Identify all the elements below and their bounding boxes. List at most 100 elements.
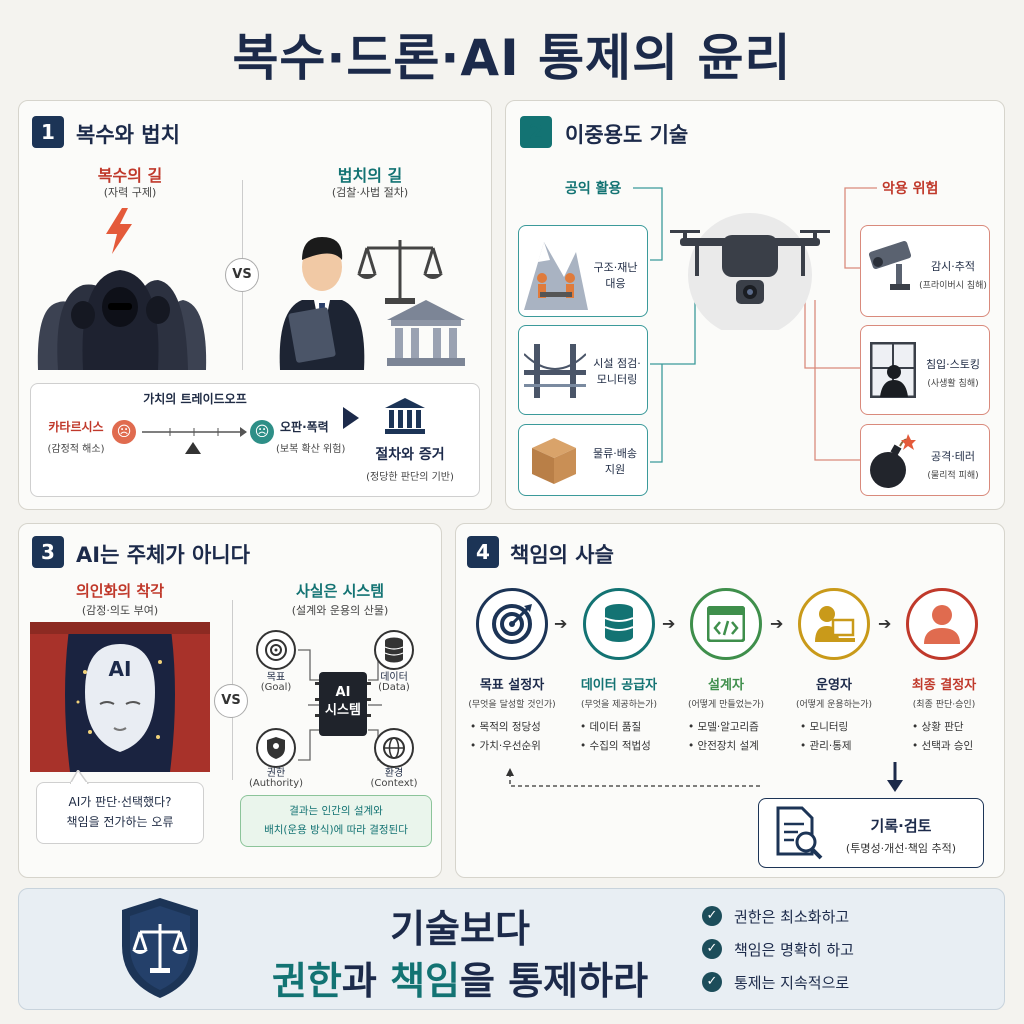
abuse-item-attack-title: 공격·테러: [931, 450, 975, 463]
footer-check-2: 책임은 명확히 하고: [734, 941, 854, 959]
justice-shield-icon: [122, 898, 198, 998]
public-item-rescue-label: 구조·재난 대응: [593, 261, 638, 290]
database-icon-teal: [604, 604, 634, 642]
abuse-item-stalking-title: 침입·스토킹: [925, 358, 981, 371]
footer-and: 과: [341, 959, 391, 1003]
tradeoff-title: 가치의 트레이드오프: [143, 392, 247, 406]
violence-label: 오판·폭력: [280, 420, 329, 434]
chain-sub-4: (어떻게 운용하는가): [795, 700, 873, 710]
public-item-logistics-label: 물류·배송 지원: [593, 447, 637, 476]
footer-line2: 권한과 책임을 통제하라: [230, 950, 690, 1005]
prosecutor-icon: [279, 237, 365, 370]
footer-responsibility: 책임: [390, 959, 460, 1003]
abuse-item-surveillance-title: 감시·추적: [931, 260, 975, 273]
chain-title-1: 목표 설정자: [479, 678, 545, 693]
procedure-label: 절차와 증거: [375, 447, 445, 463]
shield-icon: [267, 737, 285, 759]
chain-bullet-2-2: • 수집의 적법성: [580, 740, 651, 752]
window-intruder-icon: [870, 342, 916, 398]
speech-bubble: [36, 782, 204, 844]
footer-control: 을 통제하라: [460, 959, 649, 1003]
node-context-ko: 환경: [384, 768, 404, 779]
speech-bubble-text: AI가 판단·선택했다? 책임을 전가하는 오류: [66, 795, 174, 829]
vs-badge-3: VS: [214, 684, 248, 718]
chain-title-2: 데이터 공급자: [580, 678, 658, 693]
node-goal-en: (Goal): [260, 682, 292, 693]
sad-face-icon-teal: ☹: [250, 420, 274, 444]
revenge-path-sub: (자력 구제): [103, 186, 157, 199]
law-path-sub: (검찰·사법 절차): [331, 186, 409, 199]
abuse-item-attack-sub: (물리적 피해): [927, 471, 979, 481]
chip-icon: [315, 672, 371, 736]
record-review-title: 기록·검토: [870, 817, 932, 835]
chain-title-3: 설계자: [708, 678, 744, 693]
footer-check-1: 권한은 최소화하고: [734, 908, 850, 926]
fact-sub: (설계와 운용의 산물): [291, 604, 389, 617]
node-goal-ko: 목표: [266, 672, 286, 683]
chain-sub-5: (최종 판단·승인): [912, 700, 976, 710]
cctv-icon: [868, 241, 912, 290]
footer-check-3: 통제는 지속적으로: [734, 974, 850, 992]
check-icon-2: ✓: [702, 939, 722, 959]
chain-title-4: 운영자: [816, 678, 852, 693]
law-path-title: 법치의 길: [337, 166, 403, 185]
stage-mask-icon: [30, 622, 210, 772]
abuse-item-surveillance-sub: (프라이버시 침해): [919, 281, 987, 291]
vs-badge-1: VS: [225, 258, 259, 292]
chain-bullet-4-2: • 관리·통제: [800, 740, 852, 752]
sad-face-icon-red: ☹: [112, 420, 136, 444]
chain-arrow-3: ➔: [770, 614, 784, 633]
fact-title: 사실은 시스템: [295, 582, 385, 600]
chain-bullet-4-1: • 모니터링: [800, 721, 849, 733]
revenge-path-title: 복수의 길: [97, 166, 163, 185]
chain-bullet-5-1: • 상황 판단: [912, 721, 964, 733]
chain-bullet-2-1: • 데이터 품질: [580, 721, 642, 733]
chain-node-data-provider: [583, 588, 655, 660]
node-data-en: (Data): [378, 682, 410, 693]
node-authority-en: (Authority): [248, 778, 304, 789]
abuse-item-stalking-sub: (사생활 침해): [927, 379, 979, 389]
chain-bullet-5-2: • 선택과 승인: [912, 740, 974, 752]
package-icon: [532, 438, 576, 484]
public-item-inspection-label: 시설 점검· 모니터링: [593, 357, 641, 386]
section-title-3: AI는 주체가 아니다: [76, 543, 250, 567]
scales-icon: [357, 240, 443, 304]
person-icon: [924, 605, 960, 644]
result-text: 결과는 인간의 설계와 배치(운용 방식)에 따라 결정된다: [264, 805, 408, 836]
balance-slider: [142, 427, 247, 454]
footer-authority: 권한: [271, 959, 342, 1003]
section-title-4: 책임의 사슬: [510, 543, 614, 567]
bomb-icon: [870, 434, 916, 488]
code-window-icon: [707, 606, 745, 642]
section-title-1: 복수와 법치: [76, 123, 180, 147]
mask-ai-label: AI: [108, 657, 132, 681]
chain-title-5: 최종 결정자: [911, 678, 977, 693]
public-use-title: 공익 활용: [565, 181, 622, 197]
catharsis-sub: (감정적 해소): [47, 444, 105, 455]
procedure-sub: (정당한 판단의 기반): [366, 472, 454, 483]
section-number-2: 2: [520, 116, 552, 148]
rescue-icon: [524, 242, 588, 310]
section-title-2: 이중용도 기술: [565, 123, 689, 147]
globe-icon: [383, 737, 405, 759]
footer-line1: 기술보다: [390, 907, 530, 951]
violence-sub: (보복 확산 위험): [276, 444, 346, 455]
chain-node-final-decider: [906, 588, 978, 660]
abuse-risk-title: 악용 위험: [882, 181, 939, 197]
bubble-tail: [70, 770, 89, 784]
section-number-1: 1: [32, 116, 64, 148]
document-search-icon: [776, 806, 823, 860]
section-number-3: 3: [32, 536, 64, 568]
target-arrow-icon: [492, 604, 532, 644]
target-icon: [265, 639, 287, 661]
catharsis-label: 카타르시스: [48, 420, 104, 434]
chain-bullet-1-2: • 가치·우선순위: [470, 740, 541, 752]
bridge-icon: [524, 344, 586, 398]
connector-lines: [633, 187, 877, 463]
node-context-en: (Context): [370, 778, 418, 789]
hooded-crowd-icon: [37, 270, 207, 370]
feedback-loop-lines: [506, 762, 903, 792]
node-authority-ko: 권한: [266, 768, 286, 779]
lightning-icon: [106, 208, 132, 254]
chain-sub-3: (어떻게 만들었는가): [687, 700, 765, 710]
